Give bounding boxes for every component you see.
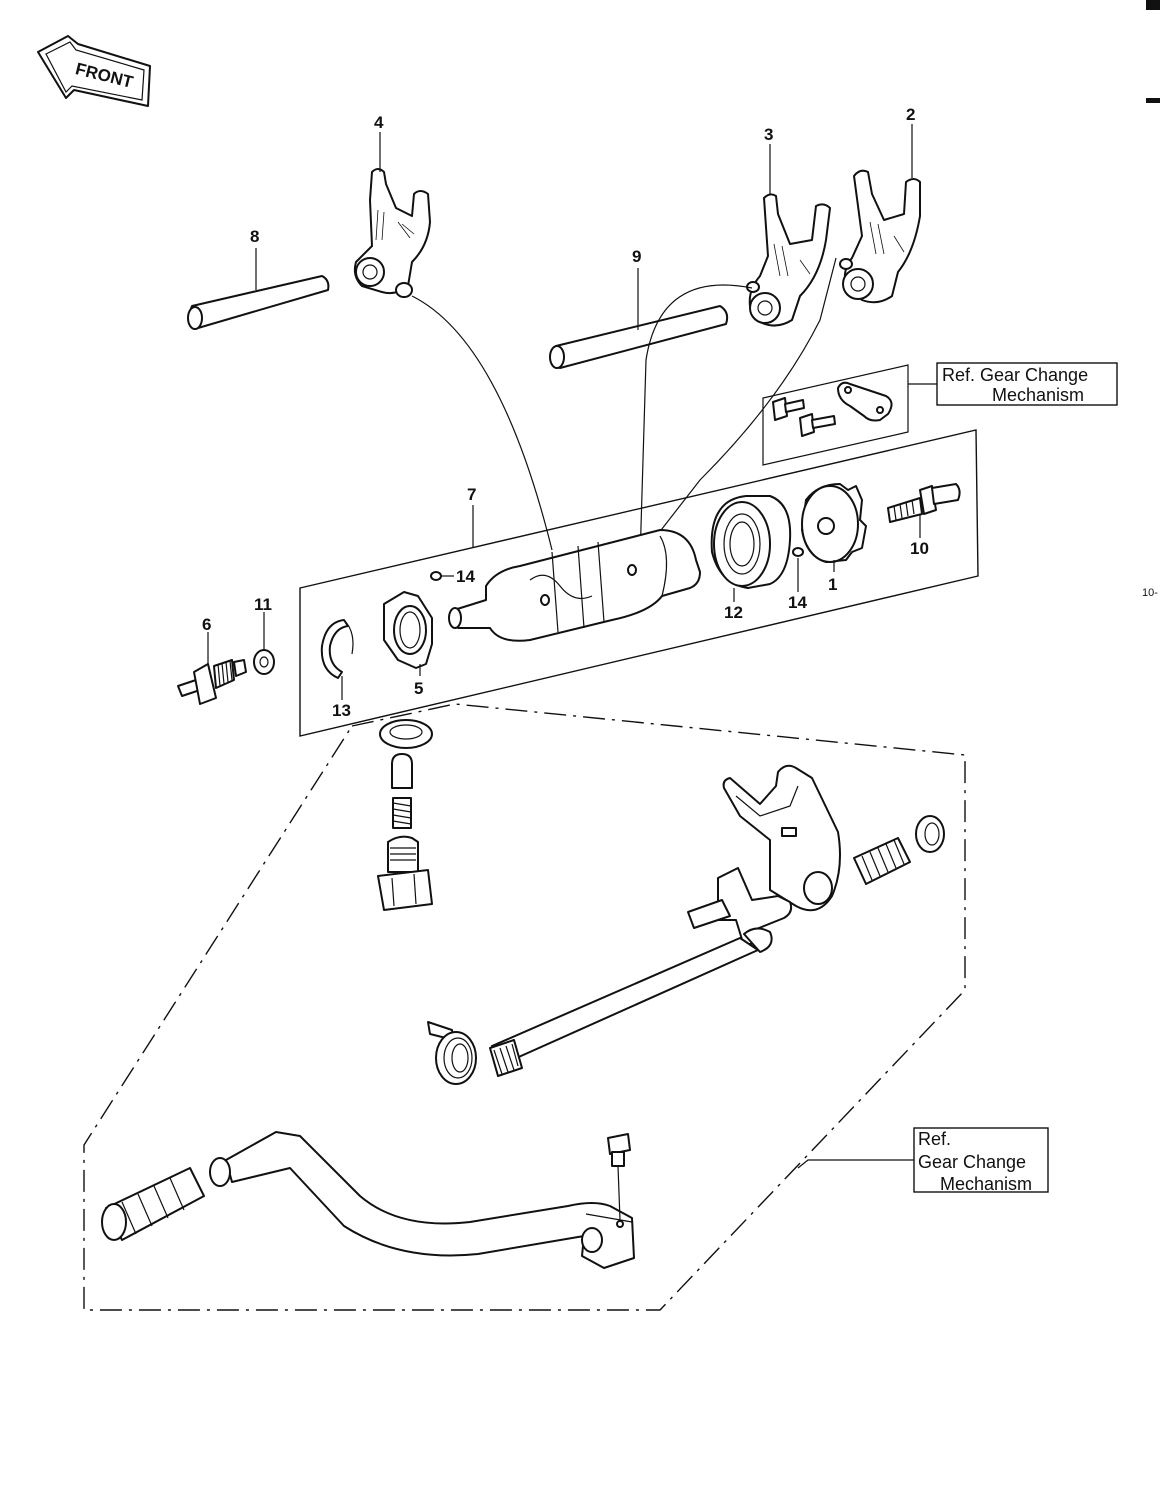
detent-plug bbox=[377, 835, 433, 911]
part-label-9: 9 bbox=[632, 247, 641, 266]
shift-fork-3 bbox=[746, 193, 831, 327]
drum-stopper-5 bbox=[383, 591, 433, 669]
guide-line-fork4 bbox=[411, 295, 553, 551]
ref-upper-line2: Mechanism bbox=[992, 385, 1084, 405]
pedal-rubber bbox=[101, 1167, 205, 1241]
part-label-12: 12 bbox=[724, 603, 743, 622]
shift-rod-9 bbox=[549, 305, 729, 369]
ref-box-upper-group: Ref. Gear Change Mechanism bbox=[762, 362, 1118, 466]
bolt-small-a bbox=[772, 397, 805, 421]
part-label-10: 10 bbox=[910, 539, 929, 558]
collar-spring bbox=[853, 837, 911, 885]
shift-pedal bbox=[209, 1131, 635, 1269]
ref-upper-bracket bbox=[762, 364, 937, 466]
part-label-7: 7 bbox=[467, 485, 476, 504]
part-label-14-right: 14 bbox=[788, 593, 807, 612]
circlip-13 bbox=[320, 619, 354, 679]
detent-pin bbox=[391, 753, 413, 789]
pedal-bolt bbox=[607, 1133, 631, 1221]
part-label-4: 4 bbox=[374, 113, 384, 132]
detent-spring bbox=[392, 797, 412, 829]
ref-lower-line1: Ref. bbox=[918, 1129, 951, 1149]
part-label-11: 11 bbox=[254, 595, 272, 614]
drum-assembly-box bbox=[299, 429, 979, 737]
part-label-1: 1 bbox=[828, 575, 837, 594]
edge-mark-top bbox=[1146, 0, 1160, 10]
bolt-small-b bbox=[799, 413, 836, 437]
shift-drum-7 bbox=[448, 529, 701, 642]
edge-mark-middle bbox=[1146, 98, 1160, 103]
front-arrow-icon: FRONT bbox=[37, 35, 151, 107]
shift-shaft bbox=[489, 764, 841, 1077]
part-label-14-left: 14 bbox=[456, 567, 475, 586]
shift-shaft-dashed-outline bbox=[83, 703, 966, 1311]
neutral-switch-6 bbox=[177, 659, 247, 705]
bearing-12 bbox=[710, 495, 792, 589]
part-label-5: 5 bbox=[414, 679, 423, 698]
ref-lower-leader bbox=[797, 1159, 914, 1169]
detent-plate bbox=[837, 381, 893, 422]
page-number: 10- bbox=[1142, 587, 1158, 599]
drum-pin-bolt-10 bbox=[887, 483, 961, 523]
part-label-3: 3 bbox=[764, 125, 773, 144]
guide-line-fork2 bbox=[629, 257, 837, 571]
return-spring bbox=[427, 1021, 477, 1085]
part-label-6: 6 bbox=[202, 615, 211, 634]
part-label-8: 8 bbox=[250, 227, 259, 246]
ref-lower-line3: Mechanism bbox=[940, 1174, 1032, 1194]
ref-upper-line1: Ref. Gear Change bbox=[942, 365, 1088, 385]
shift-fork-2 bbox=[839, 169, 921, 304]
part-label-13: 13 bbox=[332, 701, 351, 720]
drum-cam-1 bbox=[792, 483, 867, 563]
gasket-ring bbox=[379, 719, 433, 749]
shift-fork-4 bbox=[353, 168, 431, 298]
ref-lower-line2: Gear Change bbox=[918, 1152, 1026, 1172]
pin-14-left bbox=[430, 571, 442, 581]
ref-box-lower-group: Ref. Gear Change Mechanism bbox=[797, 1127, 1049, 1194]
leader-lines bbox=[207, 124, 921, 700]
shift-rod-8 bbox=[187, 275, 330, 330]
part-label-2: 2 bbox=[906, 105, 915, 124]
washer-11 bbox=[253, 649, 275, 675]
circlip-right bbox=[915, 815, 945, 853]
